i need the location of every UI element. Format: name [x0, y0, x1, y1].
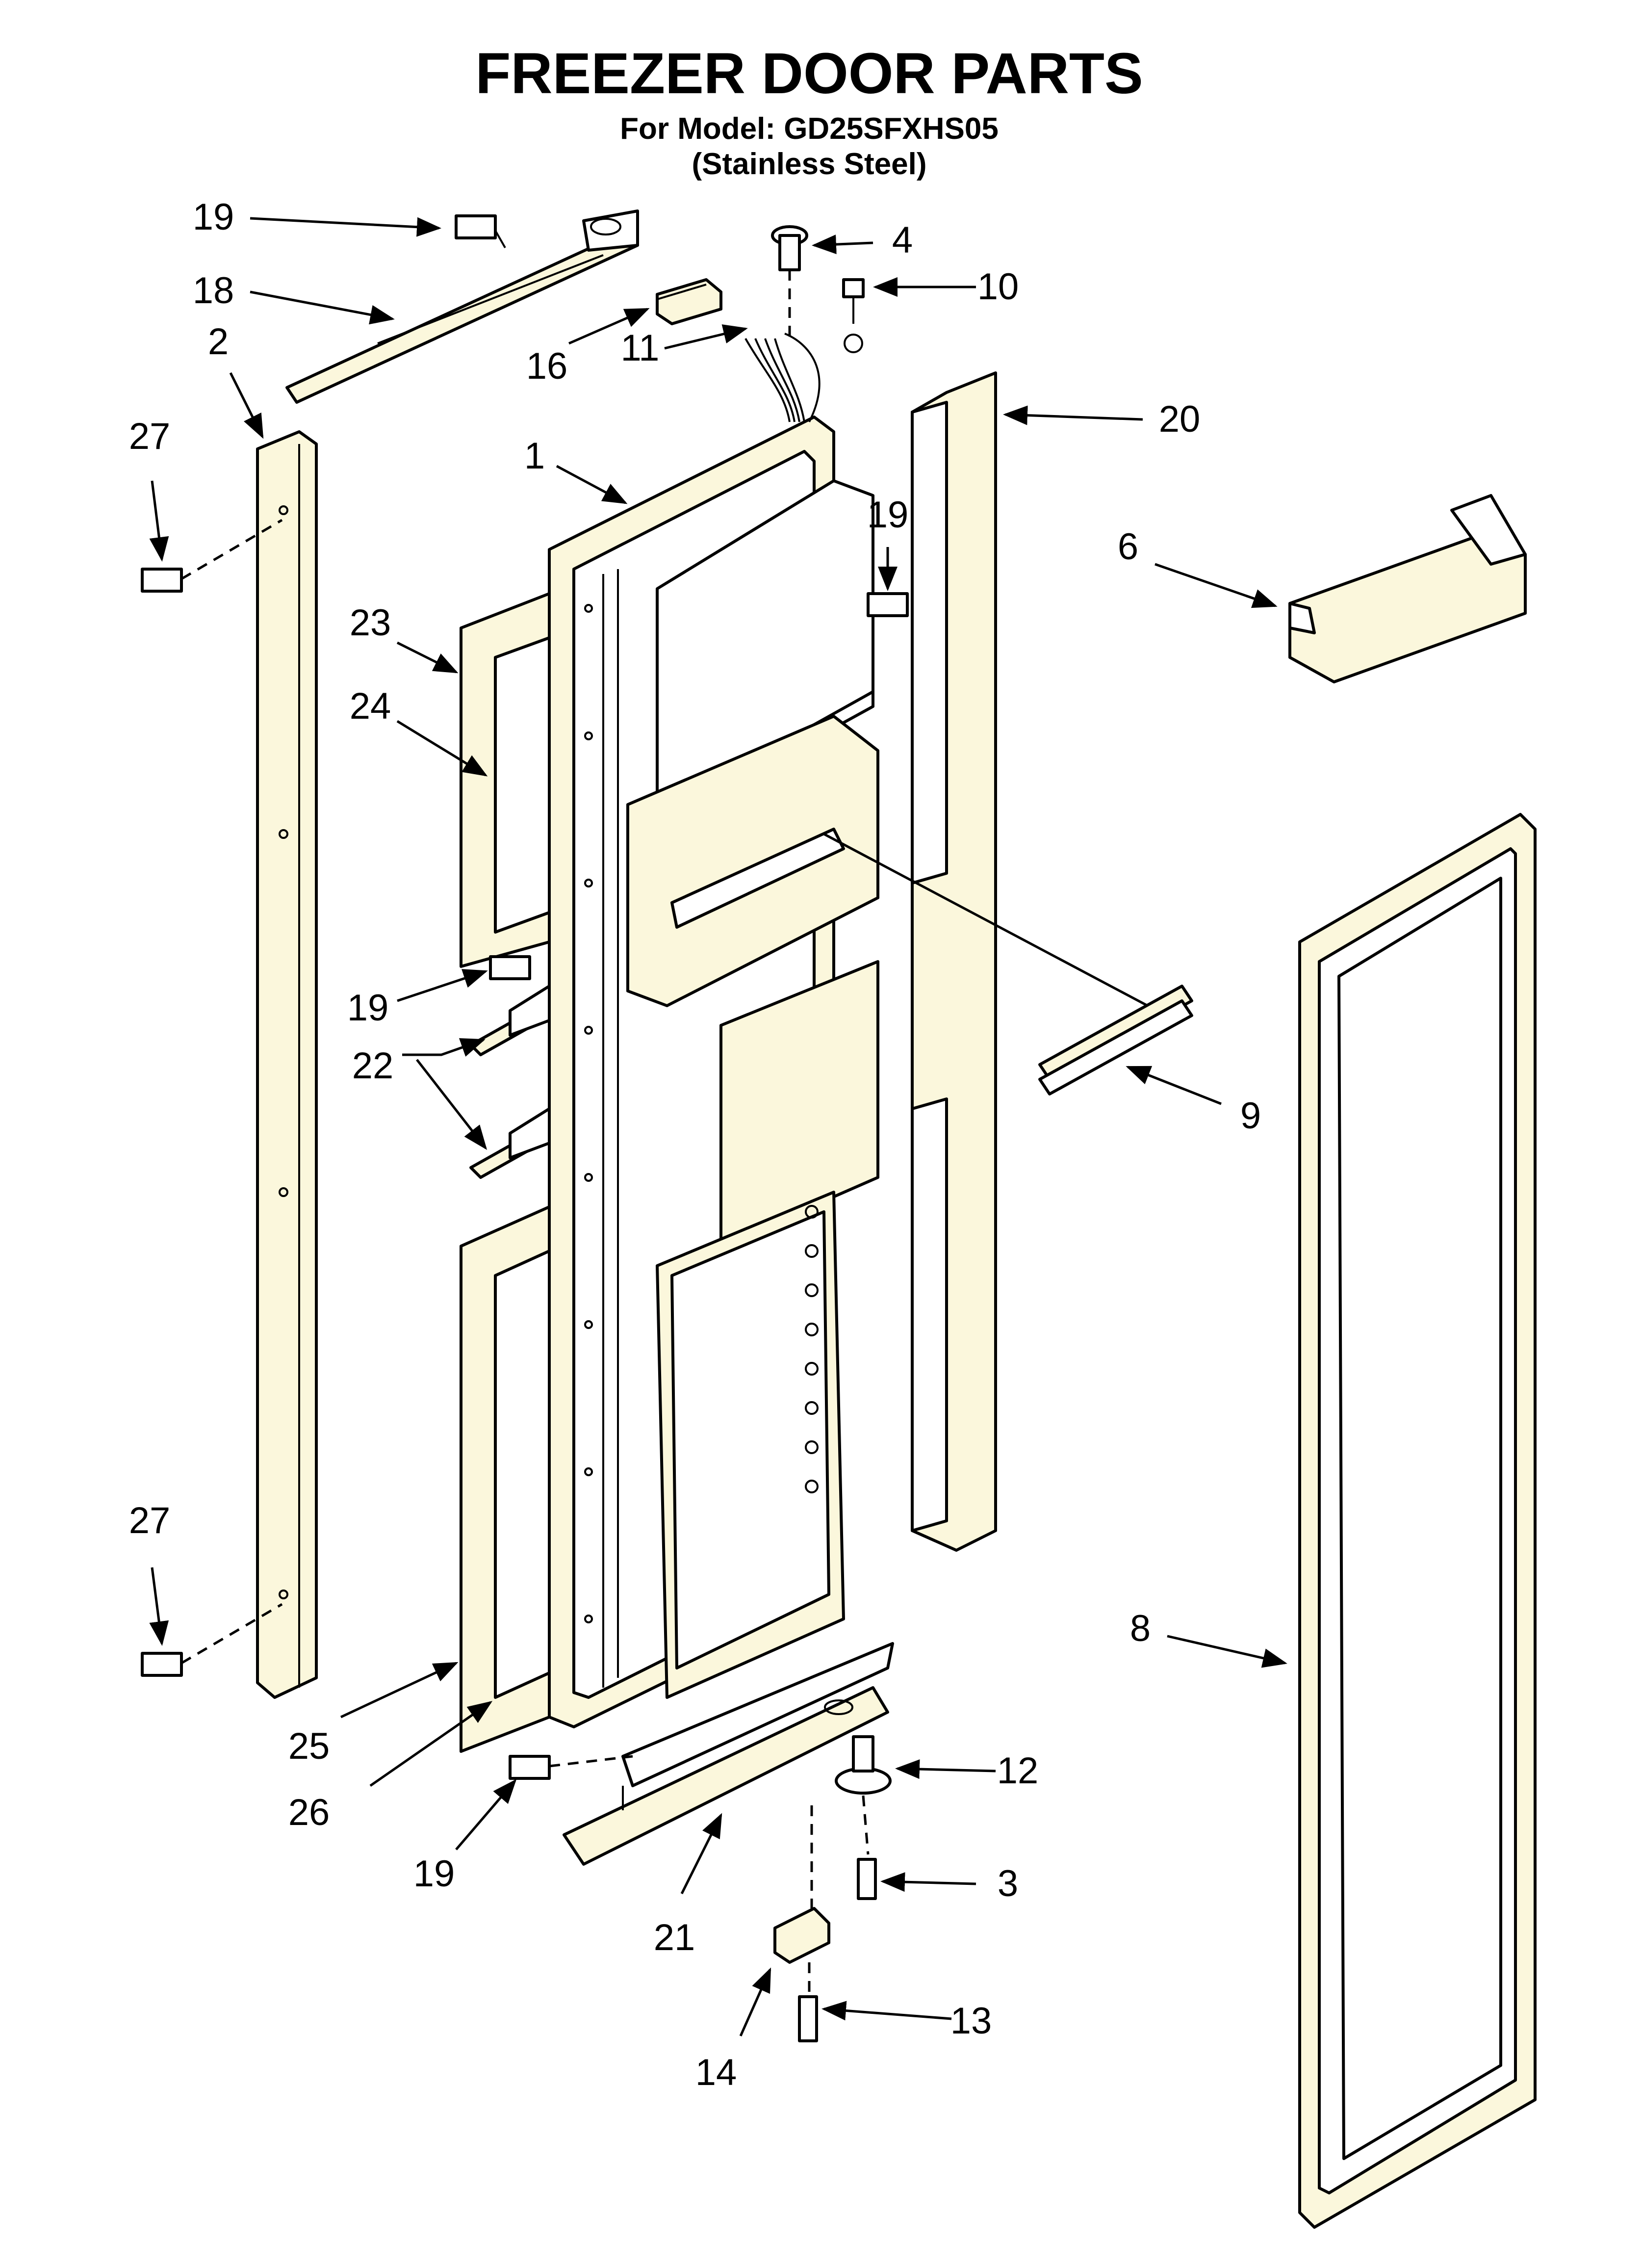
callout-25: 25 — [288, 1725, 330, 1767]
callout-23: 23 — [350, 602, 391, 644]
callout-4: 4 — [892, 219, 913, 261]
part-10-screw — [842, 278, 865, 324]
callout-2: 2 — [208, 321, 229, 363]
callout-26: 26 — [288, 1792, 330, 1833]
alignment-lines — [180, 270, 870, 1992]
callout-19: 19 — [193, 196, 234, 238]
part-1-door-liner — [548, 416, 879, 1728]
callout-13: 13 — [950, 2000, 992, 2042]
part-26-lower-liner — [494, 1250, 551, 1699]
part-8-gasket — [1298, 813, 1537, 2229]
part-19-screw-top — [455, 214, 506, 248]
callout-1: 1 — [524, 435, 545, 477]
callout-19: 19 — [867, 494, 909, 536]
part-16-connector — [656, 278, 722, 325]
part-24-upper-liner — [494, 636, 551, 934]
part-22-brackets — [469, 985, 561, 1179]
part-21-bottom-plate — [563, 1642, 894, 1866]
callout-12: 12 — [997, 1750, 1039, 1792]
part-6-bin — [1288, 494, 1527, 683]
callout-24: 24 — [350, 685, 391, 727]
part-27-screw-upper — [141, 568, 183, 593]
part-11-wire-harness — [744, 333, 863, 422]
part-19-screw-right — [867, 592, 909, 617]
callout-27: 27 — [129, 1500, 171, 1541]
callout-19: 19 — [413, 1853, 455, 1895]
finish-line: (Stainless Steel) — [692, 147, 927, 181]
part-19-screw-bottom — [509, 1755, 551, 1780]
callout-6: 6 — [1118, 526, 1138, 568]
callout-18: 18 — [193, 270, 234, 312]
callout-16: 16 — [526, 345, 568, 387]
diagram-title: FREEZER DOOR PARTS — [475, 41, 1143, 106]
part-19-screw-mid — [489, 955, 531, 980]
part-14-hinge-block — [773, 1907, 830, 1964]
callout-labels: 19 18 2 27 4 10 16 11 20 1 19 6 23 24 19… — [129, 196, 1261, 2093]
part-13-screw — [798, 1995, 818, 2042]
callout-8: 8 — [1130, 1608, 1151, 1649]
part-18-top-trim — [285, 209, 639, 404]
callout-3: 3 — [998, 1863, 1018, 1904]
part-2-left-trim — [256, 430, 318, 1699]
part-12-hinge-pin — [835, 1735, 892, 1795]
callout-22: 22 — [352, 1045, 394, 1087]
callout-27: 27 — [129, 416, 171, 457]
part-4-grommet — [771, 225, 808, 271]
callout-19: 19 — [347, 987, 389, 1029]
callout-11: 11 — [621, 327, 660, 369]
part-27-screw-lower — [141, 1652, 183, 1677]
model-line: For Model: GD25SFXHS05 — [620, 112, 999, 146]
callout-21: 21 — [654, 1917, 695, 1958]
callout-20: 20 — [1159, 398, 1201, 440]
callout-14: 14 — [695, 2052, 737, 2093]
part-20-right-trim — [911, 371, 997, 1552]
leader-lines — [149, 217, 1287, 2037]
callout-10: 10 — [977, 266, 1019, 308]
callout-9: 9 — [1240, 1095, 1261, 1137]
part-9-bracket — [1038, 985, 1193, 1095]
part-3-screw — [857, 1858, 877, 1900]
